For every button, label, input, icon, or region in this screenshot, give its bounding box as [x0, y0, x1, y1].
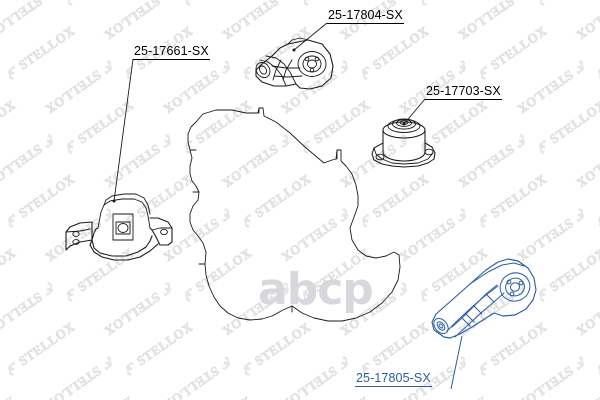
leader-25-17661-sx	[113, 58, 134, 202]
abcp-watermark: abcp	[258, 264, 374, 315]
part-label-text: 25-17703-SX	[425, 84, 502, 100]
part-25-17703-sx	[371, 118, 436, 168]
part-label-25-17805-sx[interactable]: 25-17805-SX	[355, 371, 432, 387]
part-25-17804-sx	[255, 37, 334, 90]
part-label-25-17804-sx[interactable]: 25-17804-SX	[327, 8, 404, 24]
part-label-text: 25-17804-SX	[327, 8, 404, 24]
leader-25-17805-sx	[450, 335, 463, 390]
part-label-text: 25-17805-SX	[355, 371, 432, 387]
leader-25-17703-sx	[403, 98, 426, 125]
part-label-25-17661-sx[interactable]: 25-17661-SX	[133, 44, 210, 60]
part-transmission-housing-outline	[187, 107, 401, 322]
part-25-17805-sx	[431, 258, 537, 339]
part-label-text: 25-17661-SX	[133, 44, 210, 60]
leader-lines	[113, 22, 463, 390]
part-label-25-17703-sx[interactable]: 25-17703-SX	[425, 84, 502, 100]
leader-25-17804-sx	[293, 22, 328, 51]
part-25-17661-sx	[65, 193, 173, 261]
